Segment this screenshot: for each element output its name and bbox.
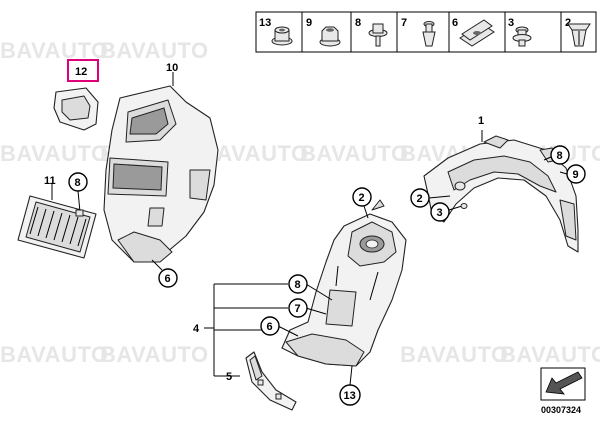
nut-icon [271, 26, 293, 46]
callout-2a: 2 [417, 193, 423, 205]
callout-6b: 6 [267, 321, 273, 333]
callout-8b: 8 [557, 150, 563, 162]
screw-washer-icon [368, 23, 388, 47]
spring-nut-icon [459, 19, 495, 47]
callout-11: 11 [44, 175, 56, 187]
clip-rivet-icon [422, 21, 436, 47]
callout-2b: 2 [359, 192, 365, 204]
callout-5: 5 [226, 371, 232, 383]
callout-6-circle-b [260, 316, 280, 336]
legend-label-9: 9 [306, 17, 312, 29]
watermark: BAVAUTO BAVAUTO BAVAUTO BAVAUTO BAVAUTO … [0, 38, 600, 367]
hex-nut-icon [319, 26, 341, 47]
callout-8a: 8 [75, 177, 81, 189]
part-11-grille[interactable] [17, 195, 97, 259]
watermark-row-3d: BAVAUTO [500, 342, 600, 367]
legend-label-8: 8 [355, 17, 361, 29]
part-4-rear-wheel-housing[interactable] [281, 199, 407, 367]
callout-13: 13 [344, 390, 356, 402]
reference-arrow-box [540, 367, 586, 401]
highlight-box-12 [67, 59, 99, 82]
part-12-cover[interactable] [53, 87, 99, 131]
watermark-row-1: BAVAUTO [0, 38, 109, 63]
fastener-3 [460, 203, 468, 209]
legend-label-13: 13 [259, 17, 271, 29]
callout-3: 3 [437, 207, 443, 219]
expansion-rivet-icon [512, 26, 532, 47]
callout-bracket-4 [204, 283, 333, 377]
plastic-clip-icon [567, 23, 591, 47]
callout-6a: 6 [165, 273, 171, 285]
callout-1: 1 [478, 115, 484, 127]
callout-12: 12 [75, 66, 87, 78]
watermark-row-3: BAVAUTO [0, 342, 109, 367]
watermark-row-2: BAVAUTO [0, 141, 109, 166]
legend-label-3: 3 [508, 17, 514, 29]
fastener-8a [75, 209, 84, 217]
callout-8-circle-c [288, 274, 308, 294]
callout-7-circle [288, 298, 308, 318]
part-1-wheel-arch-cover[interactable] [423, 135, 579, 253]
callout-4: 4 [193, 323, 200, 335]
legend-label-7: 7 [401, 17, 407, 29]
callout-7: 7 [295, 303, 301, 315]
diagram-code: 00307324 [541, 405, 581, 415]
legend-label-6: 6 [452, 17, 458, 29]
watermark-row-3c: BAVAUTO [400, 342, 509, 367]
part-5-trim-strip[interactable] [245, 351, 297, 411]
watermark-row-1b: BAVAUTO [100, 38, 209, 63]
callout-2-circle-b [352, 187, 372, 207]
part-10-wheel-housing-panel[interactable] [103, 85, 219, 263]
callout-8c: 8 [295, 279, 301, 291]
callout-10: 10 [166, 62, 178, 74]
callout-9: 9 [573, 169, 579, 181]
callout-6-circle-a [158, 268, 178, 288]
legend-label-2: 2 [565, 17, 571, 29]
callout-3-circle [430, 202, 450, 222]
direction-arrow-icon [545, 371, 583, 395]
watermark-row-3b: BAVAUTO [100, 342, 209, 367]
hardware-legend: 13 9 8 7 6 3 2 [255, 11, 597, 53]
watermark-row-2d: BAVAUTO [300, 141, 409, 166]
callout-8-circle-b [550, 145, 570, 165]
